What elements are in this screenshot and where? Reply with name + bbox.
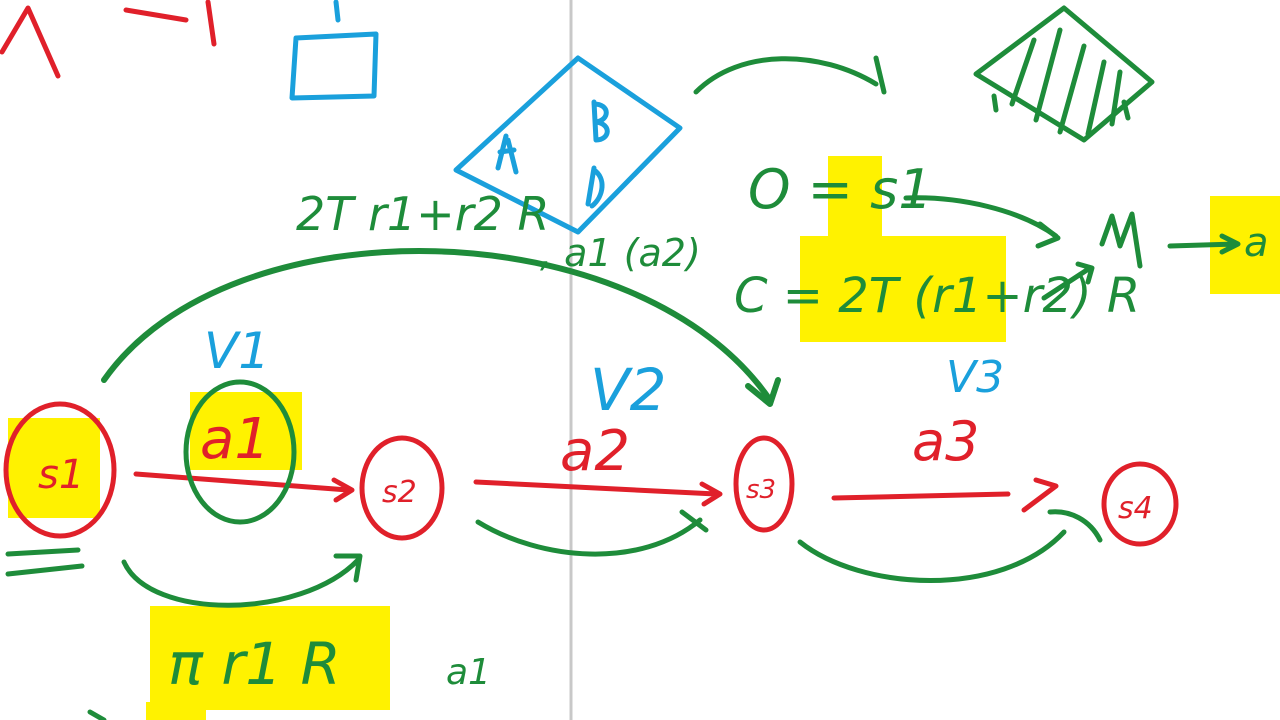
long-arc-formula: 2T r1+r2 R bbox=[296, 187, 549, 241]
actions-note: , a1 (a2) bbox=[540, 231, 701, 275]
state-s4-label: s4 bbox=[1118, 491, 1153, 526]
output-action: a bbox=[1244, 220, 1269, 266]
highlight-a1 bbox=[190, 392, 302, 470]
equation-arrows bbox=[903, 195, 1241, 301]
green-top-arc bbox=[693, 55, 887, 95]
blue-diamond-diagram bbox=[453, 55, 683, 235]
blue-square-icon bbox=[289, 0, 379, 101]
highlight-s1 bbox=[8, 418, 100, 518]
obs-equation: O = s1 bbox=[748, 158, 933, 221]
bottom-action-a1: a1 bbox=[446, 652, 491, 693]
state-s3-circle bbox=[733, 435, 795, 533]
long-arc-s1-to-s3 bbox=[101, 248, 781, 407]
red-fragments-top bbox=[0, 0, 217, 79]
green-hatched-diamond bbox=[973, 5, 1155, 143]
state-s2-circle bbox=[359, 435, 445, 541]
transition-arrows bbox=[133, 471, 1059, 513]
value-v3: V3 bbox=[946, 352, 1004, 403]
a1-selection-circle bbox=[183, 379, 297, 525]
state-s1-circle bbox=[3, 401, 117, 539]
highlight-obs-s1 bbox=[828, 156, 882, 242]
state-s4-circle bbox=[1101, 461, 1179, 547]
state-s3: s3 bbox=[733, 435, 795, 533]
state-s2: s2 bbox=[359, 435, 445, 541]
action-a2: a2 bbox=[560, 419, 630, 484]
state-s3-label: s3 bbox=[746, 475, 776, 505]
action-a1: a1 bbox=[200, 407, 270, 472]
highlight-corner bbox=[146, 702, 206, 720]
state-s1: s1 bbox=[3, 401, 117, 539]
action-a3: a3 bbox=[912, 410, 979, 473]
value-v1: V1 bbox=[204, 322, 270, 380]
policy-label: π r1 R bbox=[168, 630, 341, 698]
state-s4: s4 bbox=[1101, 461, 1179, 547]
highlight-policy bbox=[150, 606, 390, 710]
green-lower-arcs bbox=[5, 509, 1103, 720]
state-s1-label: s1 bbox=[38, 452, 84, 498]
value-v2: V2 bbox=[590, 356, 667, 424]
highlight-ctx bbox=[800, 236, 1006, 342]
state-s2-label: s2 bbox=[382, 475, 417, 510]
